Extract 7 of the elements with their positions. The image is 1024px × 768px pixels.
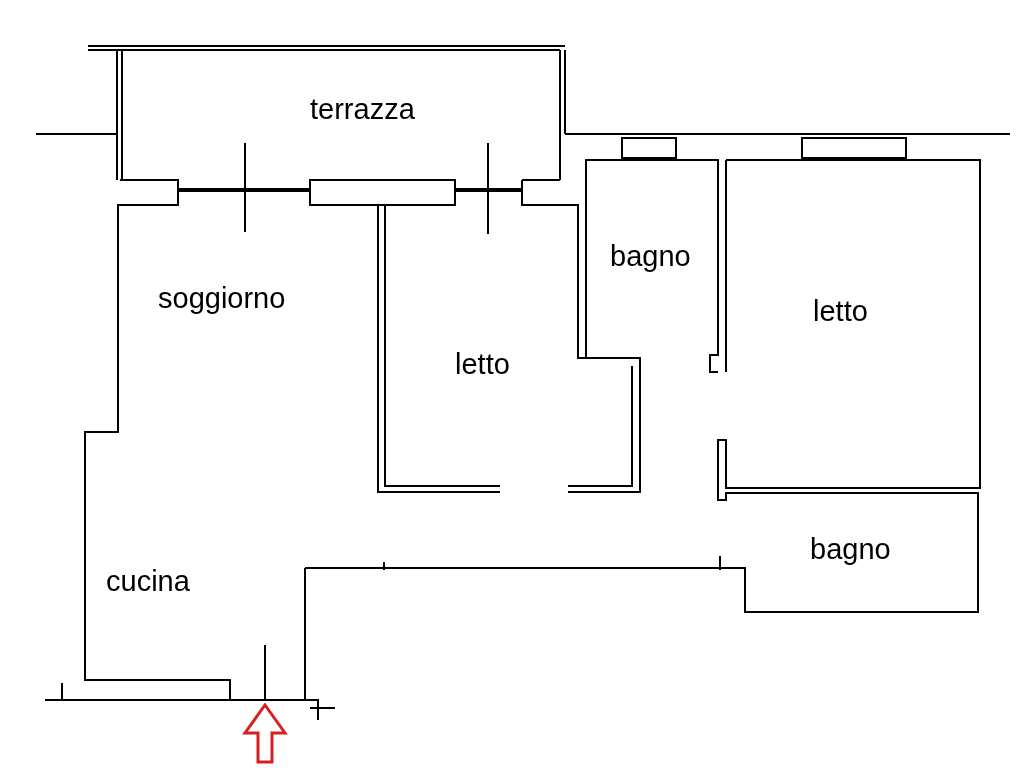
room-label: letto <box>455 348 510 381</box>
room-label: cucina <box>106 565 190 598</box>
room-label: bagno <box>810 533 891 566</box>
room-label: bagno <box>610 240 691 273</box>
room-label: soggiorno <box>158 282 286 315</box>
room-label: terrazza <box>310 93 415 126</box>
room-label: letto <box>813 295 868 328</box>
